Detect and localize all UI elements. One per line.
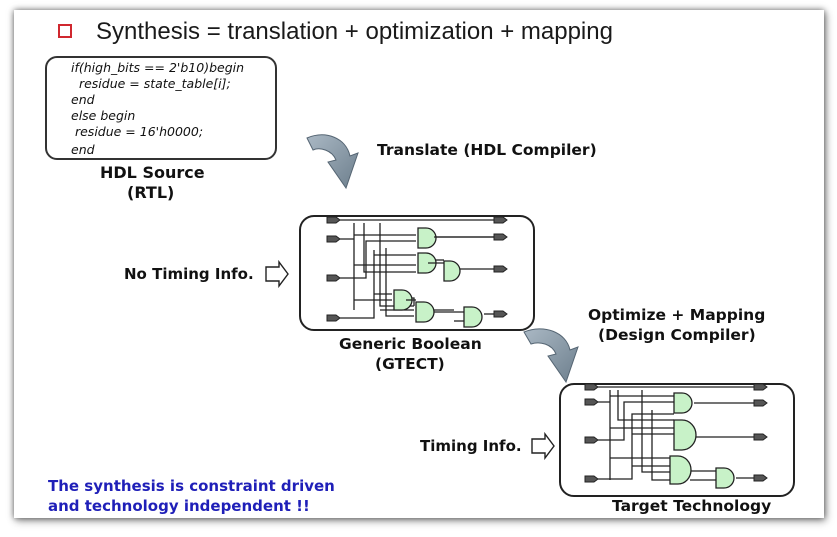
- and-gate-icons: [393, 227, 483, 328]
- generic-boolean-label: Generic Boolean: [339, 335, 482, 353]
- and-gate-icons: [669, 392, 735, 489]
- timing-info-label: Timing Info.: [420, 437, 522, 455]
- design-compiler-label: (Design Compiler): [598, 326, 756, 344]
- hollow-arrow-icon: [531, 431, 555, 461]
- code-line: else begin: [71, 108, 136, 123]
- no-timing-label: No Timing Info.: [124, 265, 254, 283]
- code-line: end: [71, 92, 95, 107]
- square-bullet-icon: [58, 24, 72, 38]
- code-line: residue = state_table[i];: [71, 76, 231, 91]
- hdl-source-label: HDL Source: [100, 163, 205, 182]
- target-technology-circuit: [559, 383, 795, 497]
- code-line: if(high_bits == 2'b10)begin: [71, 60, 245, 75]
- generic-boolean-circuit: [299, 215, 535, 331]
- translate-label: Translate (HDL Compiler): [377, 141, 597, 159]
- slide: Synthesis = translation + optimization +…: [14, 10, 824, 518]
- slide-title: Synthesis = translation + optimization +…: [96, 18, 613, 45]
- code-line: residue = 16'h0000;: [71, 124, 204, 139]
- note-line-1: The synthesis is constraint driven: [48, 477, 335, 495]
- rtl-label: (RTL): [127, 183, 175, 202]
- note-line-2: and technology independent !!: [48, 497, 310, 515]
- hdl-code-box: if(high_bits == 2'b10)begin residue = st…: [45, 56, 277, 160]
- diagram-graphics: [265, 134, 795, 497]
- target-technology-label: Target Technology: [612, 497, 772, 515]
- code-line: end: [71, 142, 95, 157]
- curved-arrow-icon: [306, 134, 359, 190]
- gtect-label: (GTECT): [375, 355, 445, 373]
- optimize-mapping-label: Optimize + Mapping: [588, 306, 766, 324]
- curved-arrow-icon: [523, 328, 579, 384]
- hollow-arrow-icon: [265, 259, 289, 289]
